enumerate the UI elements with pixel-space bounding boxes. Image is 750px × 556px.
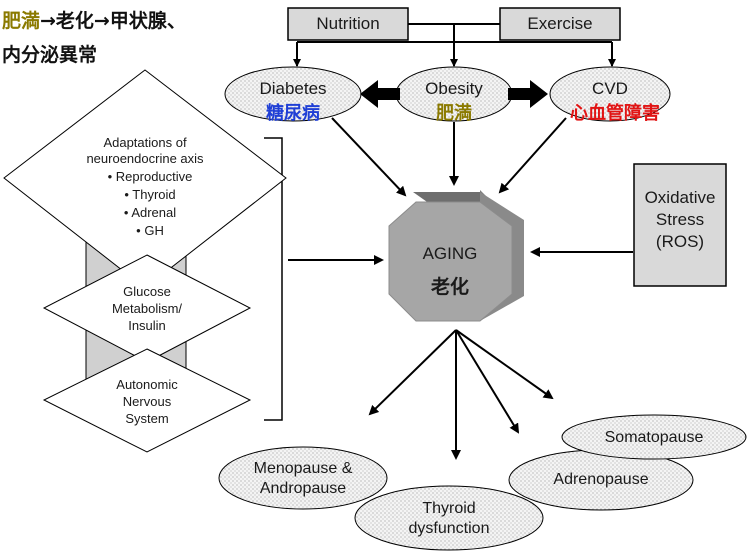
diabetes-label: Diabetes [259,79,327,98]
oxidative-label-2: Stress [655,210,705,229]
autonomic-label-1: Autonomic [116,377,178,392]
somatopause-ellipse [561,414,747,460]
menopause-label-2: Andropause [259,480,347,497]
arrow-aging-somatopause [455,329,554,400]
menopause-label-1: Menopause & [253,460,353,477]
header-chain: →老化→甲状腺、 [40,10,186,32]
adrenopause-label: Adrenopause [553,471,649,488]
arrow-aging-adrenopause [455,329,520,434]
menopause-ellipse [218,446,388,510]
adaptations-title-2: neuroendocrine axis [86,151,204,166]
oxidative-label-3: (ROS) [655,232,705,251]
nutrition-label: Nutrition [316,14,380,33]
axis-item-gh-text: GH [144,223,164,238]
axis-item-adrenal: • Adrenal [123,205,177,220]
bracket [264,137,283,421]
axis-item-thyroid-text: Thyroid [132,187,176,202]
obesity-label: Obesity [425,79,483,98]
autonomic-label-3: System [125,411,169,426]
adaptations-title-1: Adaptations of [103,135,187,150]
arrow-cvd-aging [498,117,567,194]
axis-item-adrenal-text: Adrenal [131,205,177,220]
arrow-aging-menopause [368,329,457,416]
obesity-jp-label: 肥満 [436,103,472,124]
glucose-label-2: Metabolism/ [111,301,183,316]
thyroid-ellipse [354,485,544,551]
nutrition-box [287,7,409,41]
somatopause-label: Somatopause [604,429,704,446]
arrow-diabetes-aging [331,117,407,197]
cvd-ellipse [549,66,671,122]
aging-octagon [388,201,513,322]
axis-item-reproductive-text: Reproductive [115,169,193,184]
exercise-label: Exercise [527,14,593,33]
bold-arrow-to-diabetes [360,80,400,108]
header-line-1: 肥満→老化→甲状腺、 [2,6,186,33]
thyroid-label-1: Thyroid [422,500,476,517]
axis-item-thyroid: • Thyroid [124,187,176,202]
glucose-label-1: Glucose [123,284,171,299]
bold-arrow-to-cvd [508,80,548,108]
aging-octagon-top [413,192,497,204]
axis-item-reproductive: • Reproductive [107,169,193,184]
header-line-2: 内分泌異常 [2,44,98,66]
oxidative-stress-box [633,163,727,287]
aging-octagon-side [480,192,524,321]
axis-item-gh: • GH [136,223,164,238]
header-obesity-highlight: 肥満 [2,10,41,32]
aging-jp-label: 老化 [430,276,469,298]
autonomic-label-2: Nervous [122,394,172,409]
exercise-box [499,7,621,41]
thyroid-label-2: dysfunction [408,520,490,537]
diabetes-jp-label: 糖尿病 [266,103,320,124]
cvd-label: CVD [592,79,628,98]
aging-label: AGING [422,244,478,263]
autonomic-diamond [42,348,252,453]
cvd-jp-label: 心血管障害 [570,103,660,124]
oxidative-label-1: Oxidative [644,188,716,207]
glucose-label-3: Insulin [128,318,166,333]
